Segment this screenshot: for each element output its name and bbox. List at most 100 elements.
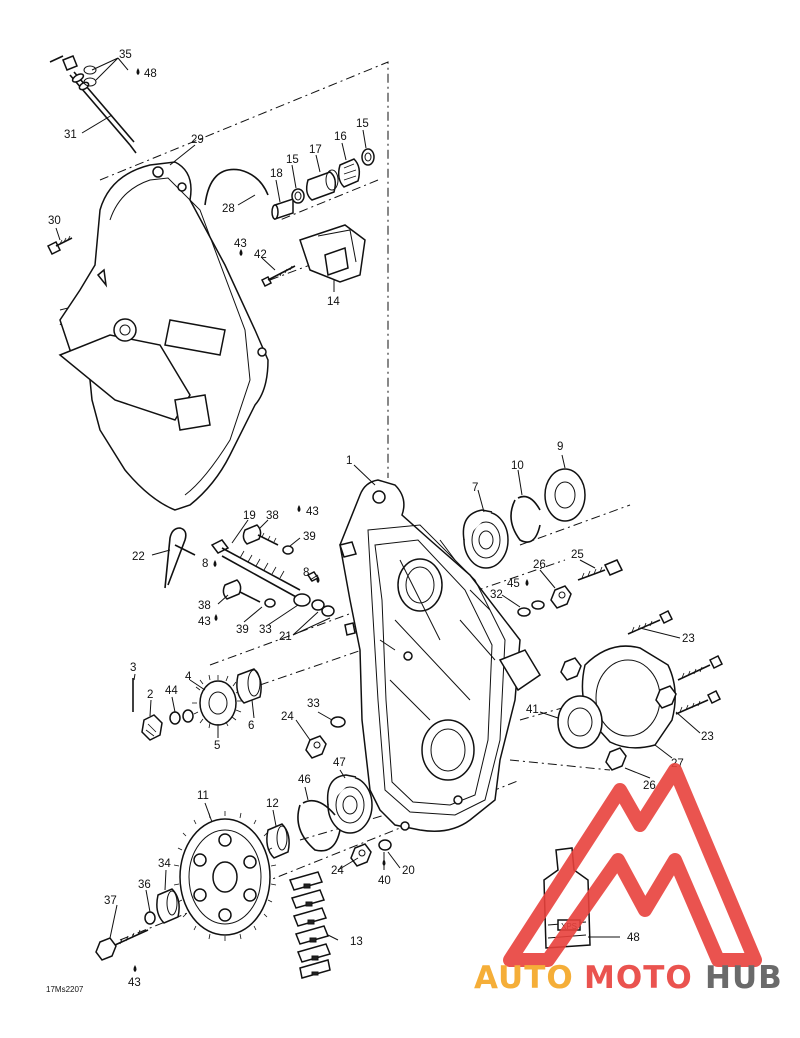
callout-43: 43 bbox=[128, 977, 141, 989]
callout-33: 33 bbox=[307, 698, 320, 710]
bolt-30 bbox=[46, 235, 73, 256]
callout-3: 3 bbox=[130, 662, 136, 674]
callout-24: 24 bbox=[281, 711, 294, 723]
drive-chain-13 bbox=[288, 871, 332, 979]
oil-drop-icons bbox=[133, 68, 529, 972]
callout-43: 43 bbox=[234, 238, 247, 250]
callout-38: 38 bbox=[198, 600, 211, 612]
cotter-pin-22 bbox=[164, 527, 196, 589]
callout-26: 26 bbox=[533, 559, 546, 571]
callout-43: 43 bbox=[306, 506, 319, 518]
callout-32: 32 bbox=[490, 589, 503, 601]
nut-washer-group bbox=[305, 716, 346, 759]
callout-44: 44 bbox=[165, 685, 178, 697]
callout-4: 4 bbox=[185, 671, 192, 683]
callout-42: 42 bbox=[254, 249, 267, 261]
lower-drive-group bbox=[95, 774, 392, 961]
callout-17: 17 bbox=[309, 144, 322, 156]
chaincase-housing bbox=[339, 479, 542, 832]
callout-9: 9 bbox=[557, 441, 563, 453]
drawing-code: 17Ms2207 bbox=[46, 985, 84, 994]
oil-drop-icon bbox=[133, 965, 137, 972]
guide-line bbox=[519, 504, 631, 546]
sprocket-group-upper bbox=[132, 668, 262, 741]
callout-23: 23 bbox=[701, 731, 714, 743]
guide-line bbox=[119, 779, 521, 941]
oil-drop-icon bbox=[239, 249, 243, 256]
callout-14: 14 bbox=[327, 296, 340, 308]
guide-line bbox=[99, 61, 389, 478]
callout-12: 12 bbox=[266, 798, 279, 810]
callout-35: 35 bbox=[119, 49, 132, 61]
oil-drop-icon bbox=[525, 579, 529, 586]
callout-20: 20 bbox=[402, 865, 415, 877]
callout-labels: 35 48 31 29 30 28 18 15 17 16 15 43 42 1… bbox=[46, 49, 714, 994]
wire-28 bbox=[204, 168, 269, 206]
callout-31: 31 bbox=[64, 129, 77, 141]
callout-1: 1 bbox=[346, 455, 352, 467]
callout-10: 10 bbox=[511, 460, 524, 472]
tensioner-bolt-group bbox=[210, 524, 335, 617]
callout-25: 25 bbox=[571, 549, 584, 561]
callout-48: 48 bbox=[627, 932, 640, 944]
callout-22: 22 bbox=[132, 551, 145, 563]
callout-11: 11 bbox=[197, 790, 209, 802]
callout-30: 30 bbox=[48, 215, 61, 227]
callout-36: 36 bbox=[138, 879, 151, 891]
callout-47: 47 bbox=[333, 757, 346, 769]
chaincase-cover bbox=[58, 161, 269, 511]
callout-8: 8 bbox=[202, 558, 208, 570]
callout-16: 16 bbox=[334, 131, 347, 143]
callout-19: 19 bbox=[243, 510, 256, 522]
callout-33: 33 bbox=[259, 624, 272, 636]
tensioner-parts bbox=[271, 148, 375, 221]
callout-43: 43 bbox=[198, 616, 211, 628]
callout-40: 40 bbox=[378, 875, 391, 887]
callout-37: 37 bbox=[104, 895, 117, 907]
callout-24: 24 bbox=[331, 865, 344, 877]
oil-drop-icon bbox=[316, 576, 320, 583]
callout-7: 7 bbox=[472, 482, 478, 494]
callout-18: 18 bbox=[270, 168, 283, 180]
callout-23: 23 bbox=[682, 633, 695, 645]
watermark-moto: MOTO bbox=[584, 960, 693, 996]
bearing-plate-group bbox=[557, 609, 724, 771]
callout-26: 26 bbox=[643, 780, 656, 792]
oil-drop-icon bbox=[136, 68, 140, 75]
oil-drop-icon bbox=[297, 505, 301, 512]
callout-15: 15 bbox=[286, 154, 299, 166]
dipstick-assembly bbox=[49, 55, 137, 154]
watermark-auto: AUTO bbox=[474, 960, 574, 996]
callout-46: 46 bbox=[298, 774, 311, 786]
callout-13: 13 bbox=[350, 936, 363, 948]
callout-6: 6 bbox=[248, 720, 254, 732]
oil-drop-icon bbox=[214, 614, 218, 621]
bolt-25-group bbox=[517, 559, 624, 617]
callout-45: 45 bbox=[507, 578, 520, 590]
watermark-hub: HUB bbox=[705, 960, 783, 996]
callout-2: 2 bbox=[147, 689, 153, 701]
callout-38: 38 bbox=[266, 510, 279, 522]
bracket-14 bbox=[260, 224, 366, 288]
upper-bearing-stack bbox=[462, 468, 586, 569]
guide-line bbox=[279, 179, 379, 221]
callout-48: 48 bbox=[144, 68, 157, 80]
callout-8: 8 bbox=[303, 567, 309, 579]
callout-34: 34 bbox=[158, 858, 171, 870]
callout-21: 21 bbox=[279, 631, 292, 643]
callout-39: 39 bbox=[303, 531, 316, 543]
callout-15: 15 bbox=[356, 118, 369, 130]
watermark-triangle-icon bbox=[503, 763, 762, 967]
oil-drop-icon bbox=[213, 560, 217, 567]
watermark-logo: AUTO MOTO HUB bbox=[474, 763, 783, 996]
guide-line bbox=[209, 609, 361, 666]
callout-28: 28 bbox=[222, 203, 235, 215]
callout-5: 5 bbox=[214, 740, 220, 752]
callout-39: 39 bbox=[236, 624, 249, 636]
callout-29: 29 bbox=[191, 134, 204, 146]
guide-line bbox=[509, 759, 611, 771]
oil-drop-icon bbox=[382, 859, 386, 866]
callout-41: 41 bbox=[526, 704, 539, 716]
